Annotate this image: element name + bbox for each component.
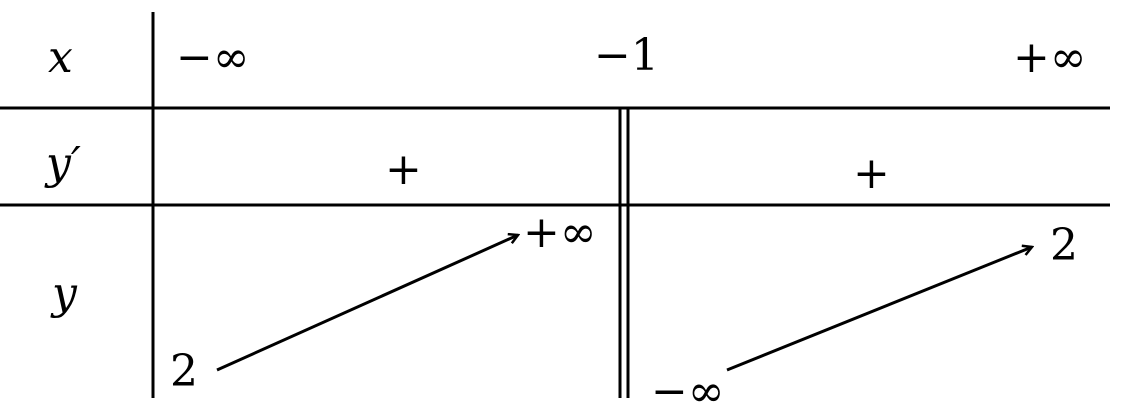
derivative-sign-left: + <box>385 144 422 195</box>
increasing-arrow-left <box>216 235 518 372</box>
derivative-sign-right: + <box>853 148 890 199</box>
increasing-arrow-right <box>726 247 1032 372</box>
x-value-plus-infinity: +∞ <box>1013 32 1087 83</box>
x-row-label: x <box>48 32 73 83</box>
function-value-left-end: +∞ <box>523 207 597 258</box>
function-row-label: y <box>52 268 77 319</box>
x-value-minus-infinity: −∞ <box>176 32 250 83</box>
x-value-minus-one: −1 <box>594 30 659 81</box>
function-value-left-start: 2 <box>170 346 198 397</box>
function-value-right-start: −∞ <box>651 366 725 417</box>
function-value-right-end: 2 <box>1050 220 1078 271</box>
derivative-row-label: y′ <box>46 138 81 189</box>
